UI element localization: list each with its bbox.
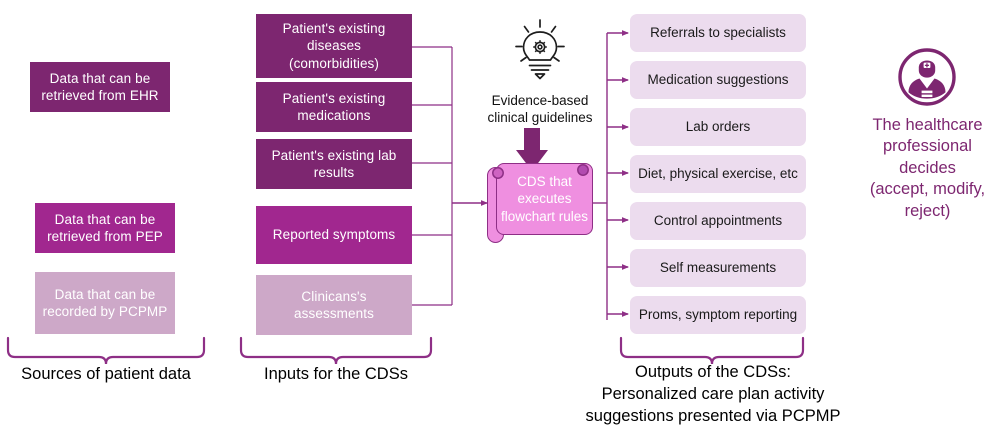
cds-scroll-body: CDS that executes flowchart rules — [496, 163, 593, 235]
lightbulb-gear-icon — [500, 8, 580, 88]
input-box-symptoms[interactable]: Reported symptoms — [256, 206, 412, 264]
output-box-self-measurements[interactable]: Self measurements — [630, 249, 806, 287]
output-box-proms[interactable]: Proms, symptom reporting — [630, 296, 806, 334]
guidelines-to-cds-arrow — [516, 128, 548, 171]
input-box-assessments[interactable]: Clinicans's assessments — [256, 275, 412, 335]
healthcare-professional-icon — [897, 47, 957, 107]
output-box-medication[interactable]: Medication suggestions — [630, 61, 806, 99]
cds-scroll[interactable]: CDS that executes flowchart rules — [487, 163, 593, 243]
decision-label: The healthcare professional decides (acc… — [869, 116, 986, 220]
output-box-referrals[interactable]: Referrals to specialists — [630, 14, 806, 52]
input-box-diseases[interactable]: Patient's existing diseases (comorbiditi… — [256, 14, 412, 78]
outputs-caption: Outputs of the CDSs: Personalized care p… — [585, 363, 841, 425]
sources-caption: Sources of patient data — [21, 365, 191, 383]
output-box-lab-orders[interactable]: Lab orders — [630, 108, 806, 146]
source-box-pep[interactable]: Data that can be retrieved from PEP — [35, 203, 175, 253]
output-box-diet[interactable]: Diet, physical exercise, etc — [630, 155, 806, 193]
input-box-medications[interactable]: Patient's existing medications — [256, 82, 412, 132]
output-box-appointments[interactable]: Control appointments — [630, 202, 806, 240]
source-box-pcpmp[interactable]: Data that can be recorded by PCPMP — [35, 272, 175, 334]
scroll-curls — [492, 164, 589, 179]
guidelines-label: Evidence-based clinical guidelines — [487, 93, 593, 125]
source-box-ehr[interactable]: Data that can be retrieved from EHR — [30, 62, 170, 112]
input-box-lab-results[interactable]: Patient's existing lab results — [256, 139, 412, 189]
inputs-caption: Inputs for the CDSs — [264, 365, 408, 383]
